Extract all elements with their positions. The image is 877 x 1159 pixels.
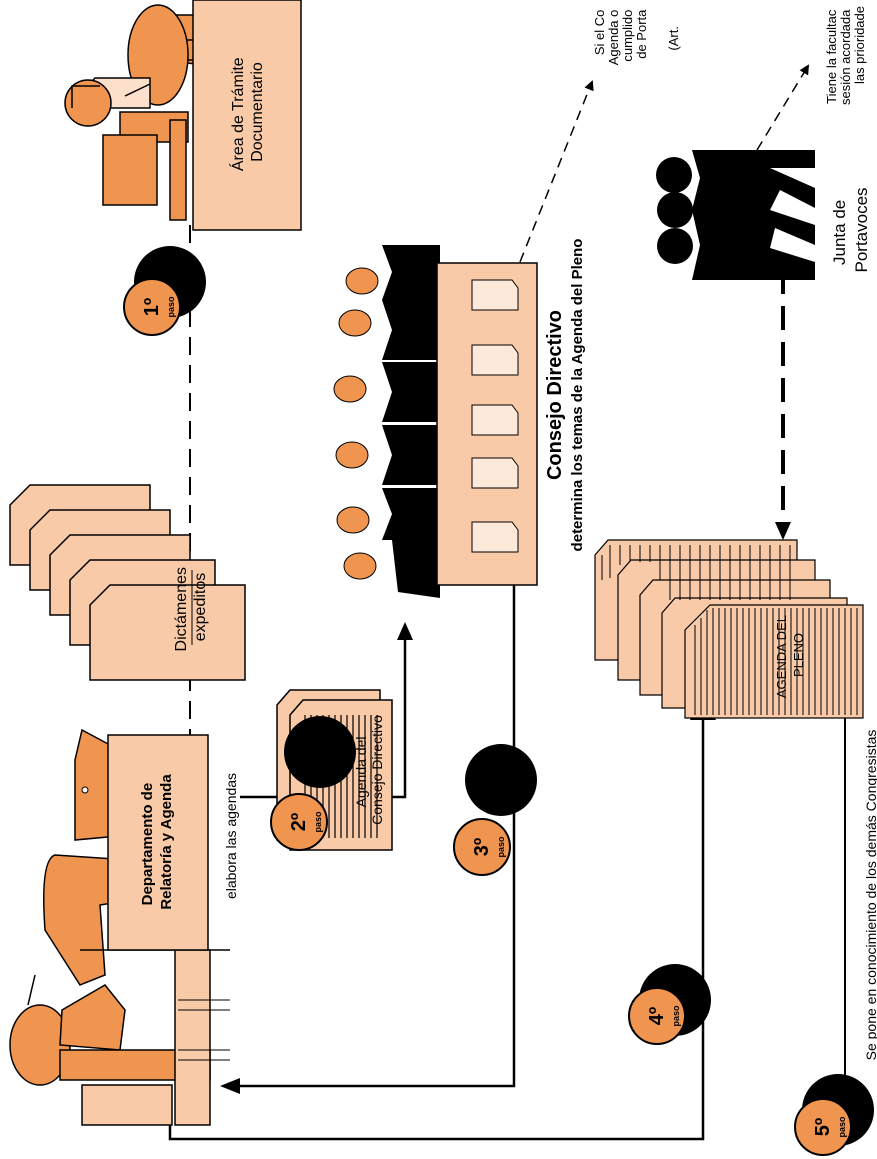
svg-text:2º: 2º	[288, 813, 310, 831]
consejo-papers	[471, 279, 519, 553]
dictamenes-label: Dictámenes expeditos	[173, 563, 209, 652]
line-step-4	[168, 690, 705, 1141]
tramite-desk	[192, 0, 302, 231]
svg-text:paso: paso	[671, 1005, 681, 1027]
departamento-desk	[107, 734, 209, 951]
step-badge-3: 3º paso	[453, 744, 537, 876]
junta-label: Junta de Portavoces	[830, 187, 871, 272]
arrow-step-3	[220, 1078, 240, 1094]
conocimiento-label: Se pone en conocimiento de los demás Con…	[863, 730, 877, 1061]
step-badge-4: 4º paso	[628, 964, 711, 1045]
agenda-pleno-label: AGENDA DEL PLENO	[774, 612, 806, 698]
step-badge-5: 5º paso	[794, 1074, 874, 1156]
consejo-note: Si el Co Agenda o cumplido de Porta (Art…	[592, 6, 681, 65]
consejo-title: Consejo Directivo	[544, 310, 566, 480]
dashed-note-junta	[756, 64, 810, 151]
consejo-subtitle: determina los temas de la Agenda del Ple…	[569, 239, 586, 552]
elabora-label: elabora las agendas	[223, 773, 239, 899]
arrow-into-agenda-pleno	[775, 522, 791, 540]
consejo-members-icon	[333, 245, 440, 598]
svg-text:4º: 4º	[646, 1007, 668, 1025]
step-badge-1: 1º paso	[123, 246, 206, 336]
junta-note: Tiene la facultac sesión acordada las pr…	[824, 6, 867, 105]
departamento-worker-icon	[9, 728, 230, 1126]
dashed-note-consejo	[519, 80, 594, 263]
svg-text:5º: 5º	[812, 1118, 834, 1136]
tramite-label: Área de Trámite Documentario	[228, 53, 266, 171]
departamento-label: Departamento de Relatoría y Agenda	[139, 774, 175, 910]
dictamenes-document-stack	[9, 484, 246, 681]
step-badge-2: 2º paso	[270, 716, 356, 851]
svg-text:3º: 3º	[471, 838, 493, 856]
svg-text:1º: 1º	[141, 298, 163, 316]
junta-portavoces-icon	[656, 150, 815, 280]
tramite-clerk-icon	[64, 4, 206, 221]
arrow-step-2	[397, 622, 413, 640]
agenda-pleno-document-stack	[594, 539, 864, 719]
svg-text:paso: paso	[166, 296, 176, 318]
agenda-consejo-label: Agenda del Consejo Directivo	[353, 715, 385, 825]
svg-text:paso: paso	[837, 1116, 847, 1138]
svg-text:paso: paso	[313, 811, 323, 833]
svg-text:paso: paso	[496, 836, 506, 858]
